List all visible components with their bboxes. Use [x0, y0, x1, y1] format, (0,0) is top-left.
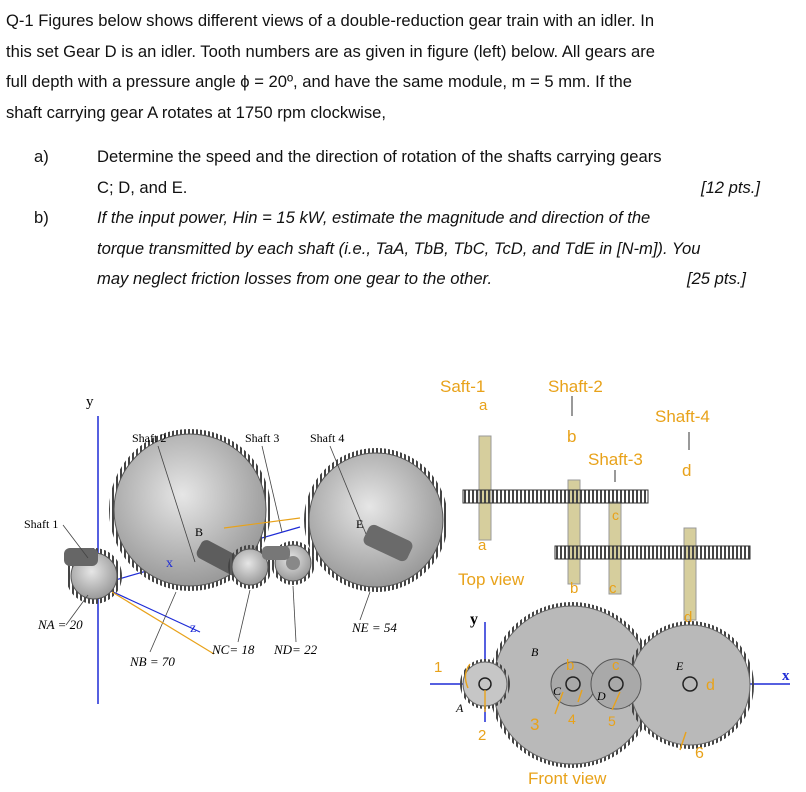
front-c-label: C — [553, 684, 562, 698]
shaft-4-body — [363, 524, 413, 562]
front-a-label: A — [455, 701, 464, 715]
leader-nb — [149, 591, 177, 653]
top-c-mid-label: c — [609, 580, 617, 597]
orange-arc-a — [464, 663, 471, 689]
front-shaft-4-center — [682, 676, 698, 692]
orange-mark-left-2 — [223, 517, 301, 529]
part-b-line-2: torque transmitted by each shaft (i.e., … — [97, 238, 701, 258]
nb-label: NB = 70 — [129, 654, 175, 669]
question-line-3: full depth with a pressure angle ϕ = 20º… — [6, 72, 632, 91]
top-d-mid-label: d — [684, 609, 692, 626]
leader-ne — [359, 591, 371, 621]
orange-mark-3 — [554, 691, 564, 715]
y-label-front: y — [470, 611, 478, 628]
gear-b-label: B — [195, 525, 203, 539]
part-a-line-2: C; D, and E. — [97, 177, 188, 197]
shaft-3-top-label: Shaft-3 — [588, 450, 643, 469]
z-label-left: z — [190, 621, 196, 636]
leader-shaft-2 — [157, 445, 196, 563]
front-4-label: 4 — [568, 711, 576, 727]
x-label-front: x — [782, 668, 790, 684]
front-d-orange: d — [706, 677, 715, 694]
part-b-line-3: may neglect friction losses from one gea… — [97, 269, 493, 288]
front-d-label: D — [596, 689, 606, 703]
top-d-label: d — [682, 461, 691, 480]
nd-label: ND= 22 — [273, 642, 318, 657]
leader-shaft-4 — [329, 445, 367, 535]
part-a-label: a) — [34, 147, 49, 166]
part-b-text: If the input power, Hin = 15 kW, estimat… — [97, 203, 797, 295]
gear-e — [308, 452, 444, 588]
front-c-orange: c — [612, 657, 620, 674]
shaft-2-top-label: Shaft-2 — [548, 377, 603, 396]
ne-label: NE = 54 — [351, 620, 397, 635]
part-a-text: Determine the speed and the direction of… — [97, 142, 793, 203]
part-a-line-2-row: C; D, and E. [12 pts.] — [97, 173, 793, 204]
orange-mark-4 — [577, 689, 583, 703]
gear-d-hub — [286, 556, 300, 570]
question-line-2: this set Gear D is an idler. Tooth numbe… — [6, 41, 656, 61]
front-e-label: E — [675, 659, 684, 673]
top-b-mid-label: b — [570, 580, 578, 597]
top-a-label: a — [479, 397, 488, 414]
top-a-mid-label: a — [478, 537, 487, 554]
top-shaft-1 — [478, 435, 492, 541]
front-shaft-3-center — [608, 676, 624, 692]
saft-1-label: Saft-1 — [440, 377, 485, 396]
leader-shaft-3 — [261, 445, 283, 533]
question-line-1: Q-1 Figures below shows different views … — [6, 11, 655, 30]
shaft-4-top-label: Shaft-4 — [655, 407, 710, 426]
part-b-line-1: If the input power, Hin = 15 kW, estimat… — [97, 208, 651, 227]
top-view-label: Top view — [458, 570, 525, 589]
front-shaft-2-center — [565, 676, 581, 692]
leader-nd — [292, 585, 297, 643]
shaft-3-body — [262, 546, 290, 560]
front-gear-e — [629, 624, 751, 746]
x-label-left: x — [166, 556, 173, 571]
top-c-label-upper: c — [612, 507, 619, 523]
shaft-1-label: Shaft 1 — [24, 517, 58, 531]
orange-mark-5 — [611, 691, 621, 711]
front-gear-d — [590, 658, 642, 710]
top-view: Saft-1 a Shaft-2 b Shaft-4 Shaft-3 d c a… — [440, 377, 751, 626]
leader-na — [65, 594, 89, 626]
front-3-label: 3 — [530, 715, 539, 734]
front-view: y x B A C D E b c d 1 2 3 4 5 6 Front vi… — [430, 602, 790, 788]
top-gear-band-upper — [462, 489, 649, 504]
orange-mark-6 — [679, 731, 687, 751]
y-label-left: y — [86, 394, 94, 410]
top-shaft-4 — [683, 527, 697, 621]
front-view-label: Front view — [528, 769, 607, 788]
nc-label: NC= 18 — [211, 642, 255, 657]
front-2-label: 2 — [478, 727, 486, 744]
question-line-4: shaft carrying gear A rotates at 1750 rp… — [6, 102, 386, 122]
shaft-3-label: Shaft 3 — [245, 431, 279, 445]
part-b-points: [25 pts.] — [686, 269, 746, 288]
gear-c — [231, 548, 269, 586]
na-label: NA = 20 — [37, 617, 83, 632]
leader-nc — [237, 589, 251, 643]
part-a-line-1: Determine the speed and the direction of… — [97, 147, 662, 166]
shaft-2-label: Shaft 2 — [132, 431, 166, 445]
left-isometric-figure: y x z Shaft 2 Shaft 3 Shaft 4 Shaft 1 B … — [24, 394, 448, 704]
part-a-points: [12 pts.] — [700, 177, 760, 197]
part-b-label: b) — [34, 208, 49, 227]
part-b-line-3-row: may neglect friction losses from one gea… — [97, 264, 797, 295]
top-b-label: b — [567, 427, 576, 446]
gear-b — [113, 433, 267, 587]
orange-mark-left-1 — [111, 591, 215, 655]
front-b-orange: b — [566, 657, 574, 674]
front-6-label: 6 — [695, 745, 704, 762]
gear-e-label: E — [356, 517, 363, 531]
front-b-label: B — [531, 645, 539, 659]
gear-train-figures: y x z Shaft 2 Shaft 3 Shaft 4 Shaft 1 B … — [24, 377, 790, 788]
shaft-4-label: Shaft 4 — [310, 431, 344, 445]
front-5-label: 5 — [608, 713, 616, 729]
front-1-label: 1 — [434, 659, 442, 676]
leader-shaft-1 — [62, 524, 89, 559]
question-block: Q-1 Figures below shows different views … — [6, 6, 802, 128]
shaft-1-body — [64, 548, 98, 566]
top-gear-band-lower — [554, 545, 751, 560]
